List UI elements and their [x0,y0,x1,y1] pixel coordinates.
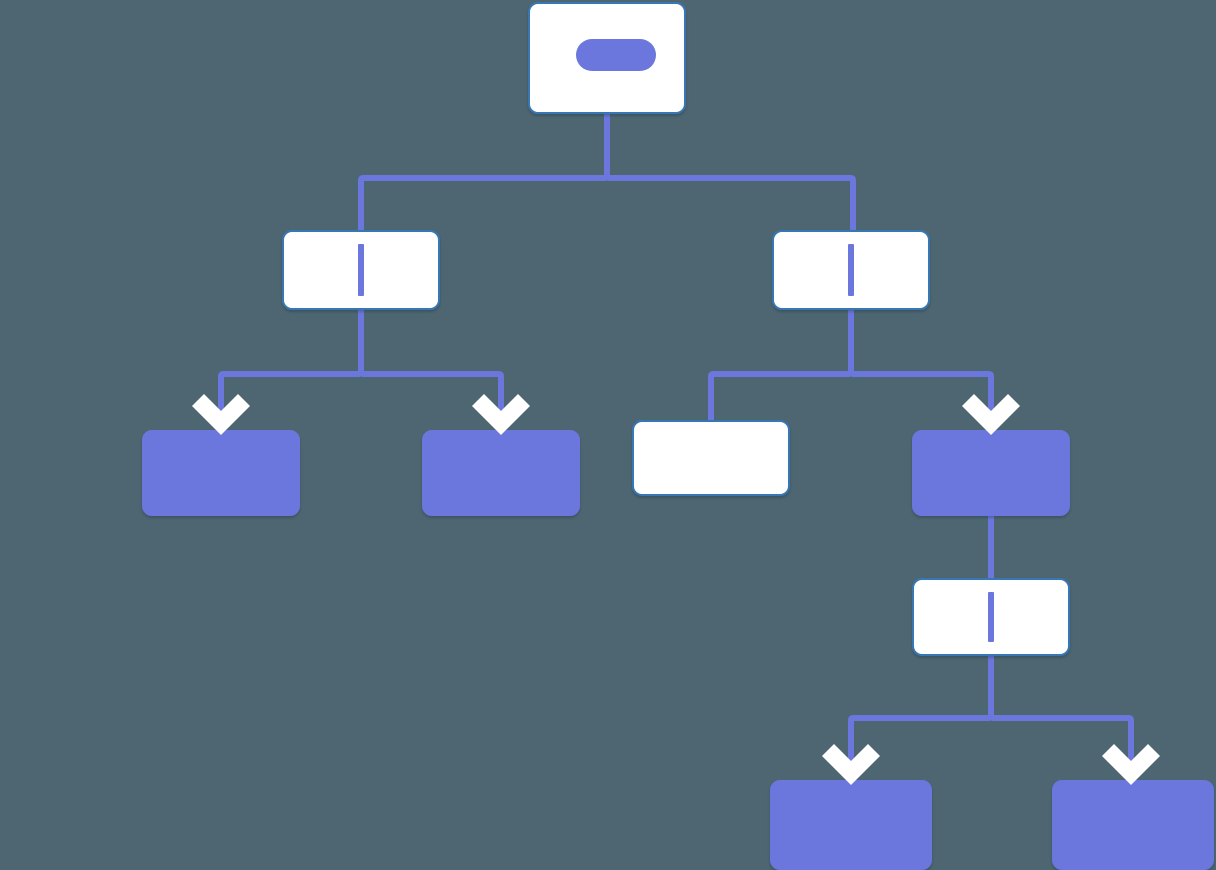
node-inner-connector [848,244,854,296]
tree-node-n6[interactable] [912,430,1070,516]
tree-node-n9[interactable] [1052,780,1214,870]
tree-node-n1[interactable] [282,230,440,310]
tree-node-n4[interactable] [422,430,580,516]
tree-node-n8[interactable] [770,780,932,870]
node-pill-badge [576,38,657,71]
tree-node-n7[interactable] [912,578,1070,656]
node-inner-connector [988,591,994,643]
node-inner-connector [358,244,364,296]
tree-node-n5[interactable] [632,420,790,496]
tree-node-n0[interactable] [528,2,686,114]
tree-node-n3[interactable] [142,430,300,516]
tree-node-n2[interactable] [772,230,930,310]
